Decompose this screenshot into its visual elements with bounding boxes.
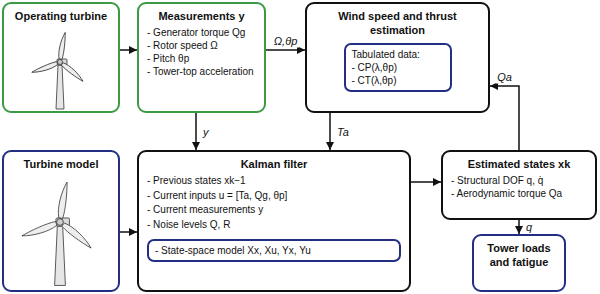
flow-arrow xyxy=(518,220,520,234)
turbine-blade xyxy=(57,181,70,218)
turbine-blade xyxy=(21,221,57,240)
list-item: Tabulated data: xyxy=(352,48,420,61)
flow-arrow xyxy=(120,49,137,51)
turbine-blade xyxy=(58,32,67,59)
flow-arrow xyxy=(266,49,305,51)
list-item: - Generator torque Qg xyxy=(147,26,245,39)
box-heading: Tower loads and fatigue xyxy=(482,241,556,269)
turbine-tower xyxy=(56,65,64,109)
signal-label: Ta xyxy=(335,125,351,138)
estimator-box: Wind speed and thrust estimationTabulate… xyxy=(305,2,490,113)
table-box: Tabulated data:- CP(λ,θp)- CT(λ,θp) xyxy=(344,43,452,92)
list-item: - Current inputs u = [Ta, Qg, θp] xyxy=(147,189,287,204)
list-item: - Current measurements y xyxy=(147,203,263,218)
state-box: Estimated states xk - Structural DOF q, q… xyxy=(441,150,597,220)
output-box: Tower loads and fatigue xyxy=(472,234,566,292)
box-heading: Wind speed and thrust estimation xyxy=(315,9,480,37)
list-item: - Noise levels Q, R xyxy=(147,218,230,233)
filter-box: Kalman filter- Previous states xk−1- Cur… xyxy=(137,150,411,292)
flow-arrow xyxy=(490,86,519,150)
box-heading: Kalman filter xyxy=(147,157,401,171)
list-item: - Pitch θp xyxy=(147,52,189,65)
turbine-hub xyxy=(58,60,63,65)
box-heading: Operating turbine xyxy=(12,9,110,23)
flow-arrow xyxy=(411,181,441,183)
list-item: - Rotor speed Ω xyxy=(147,39,218,52)
flow-arrow xyxy=(120,231,137,233)
turbine-blade xyxy=(61,62,85,83)
list-item: - State-space model Xx, Xu, Yx, Yu xyxy=(155,244,311,257)
flow-arrow xyxy=(329,113,331,150)
list-item: - Previous states xk−1 xyxy=(147,174,246,189)
signal-label: Qa xyxy=(495,71,514,84)
source-box: Operating turbine xyxy=(2,2,120,113)
flow-arrow xyxy=(195,113,197,150)
signal-label: y xyxy=(201,125,211,138)
turbine-blade xyxy=(31,61,58,75)
list-item: - Structural DOF q, q̇ xyxy=(451,174,543,187)
list-item: - Aerodynamic torque Qa xyxy=(451,187,562,200)
matrix-box: - State-space model Xx, Xu, Yx, Yu xyxy=(147,239,401,262)
list-item: - CP(λ,θp) xyxy=(352,61,398,74)
turbine-hub xyxy=(57,219,64,226)
model-box: Turbine model xyxy=(2,150,120,292)
turbine-blade xyxy=(61,222,93,250)
turbine-tower xyxy=(55,226,66,285)
turbine-icon xyxy=(21,181,93,285)
box-heading: Turbine model xyxy=(12,157,110,171)
signal-label: q xyxy=(524,221,534,234)
list-item: - CT(λ,θp) xyxy=(352,74,397,87)
turbine-icon xyxy=(31,32,85,109)
box-heading: Measurements y xyxy=(147,9,256,23)
list-item: - Tower-top acceleration xyxy=(147,65,254,78)
signal-label: Ω,θp xyxy=(272,35,300,48)
measurement-box: Measurements y - Generator torque Qg- Rot… xyxy=(137,2,266,113)
box-heading: Estimated states xk xyxy=(451,157,587,171)
